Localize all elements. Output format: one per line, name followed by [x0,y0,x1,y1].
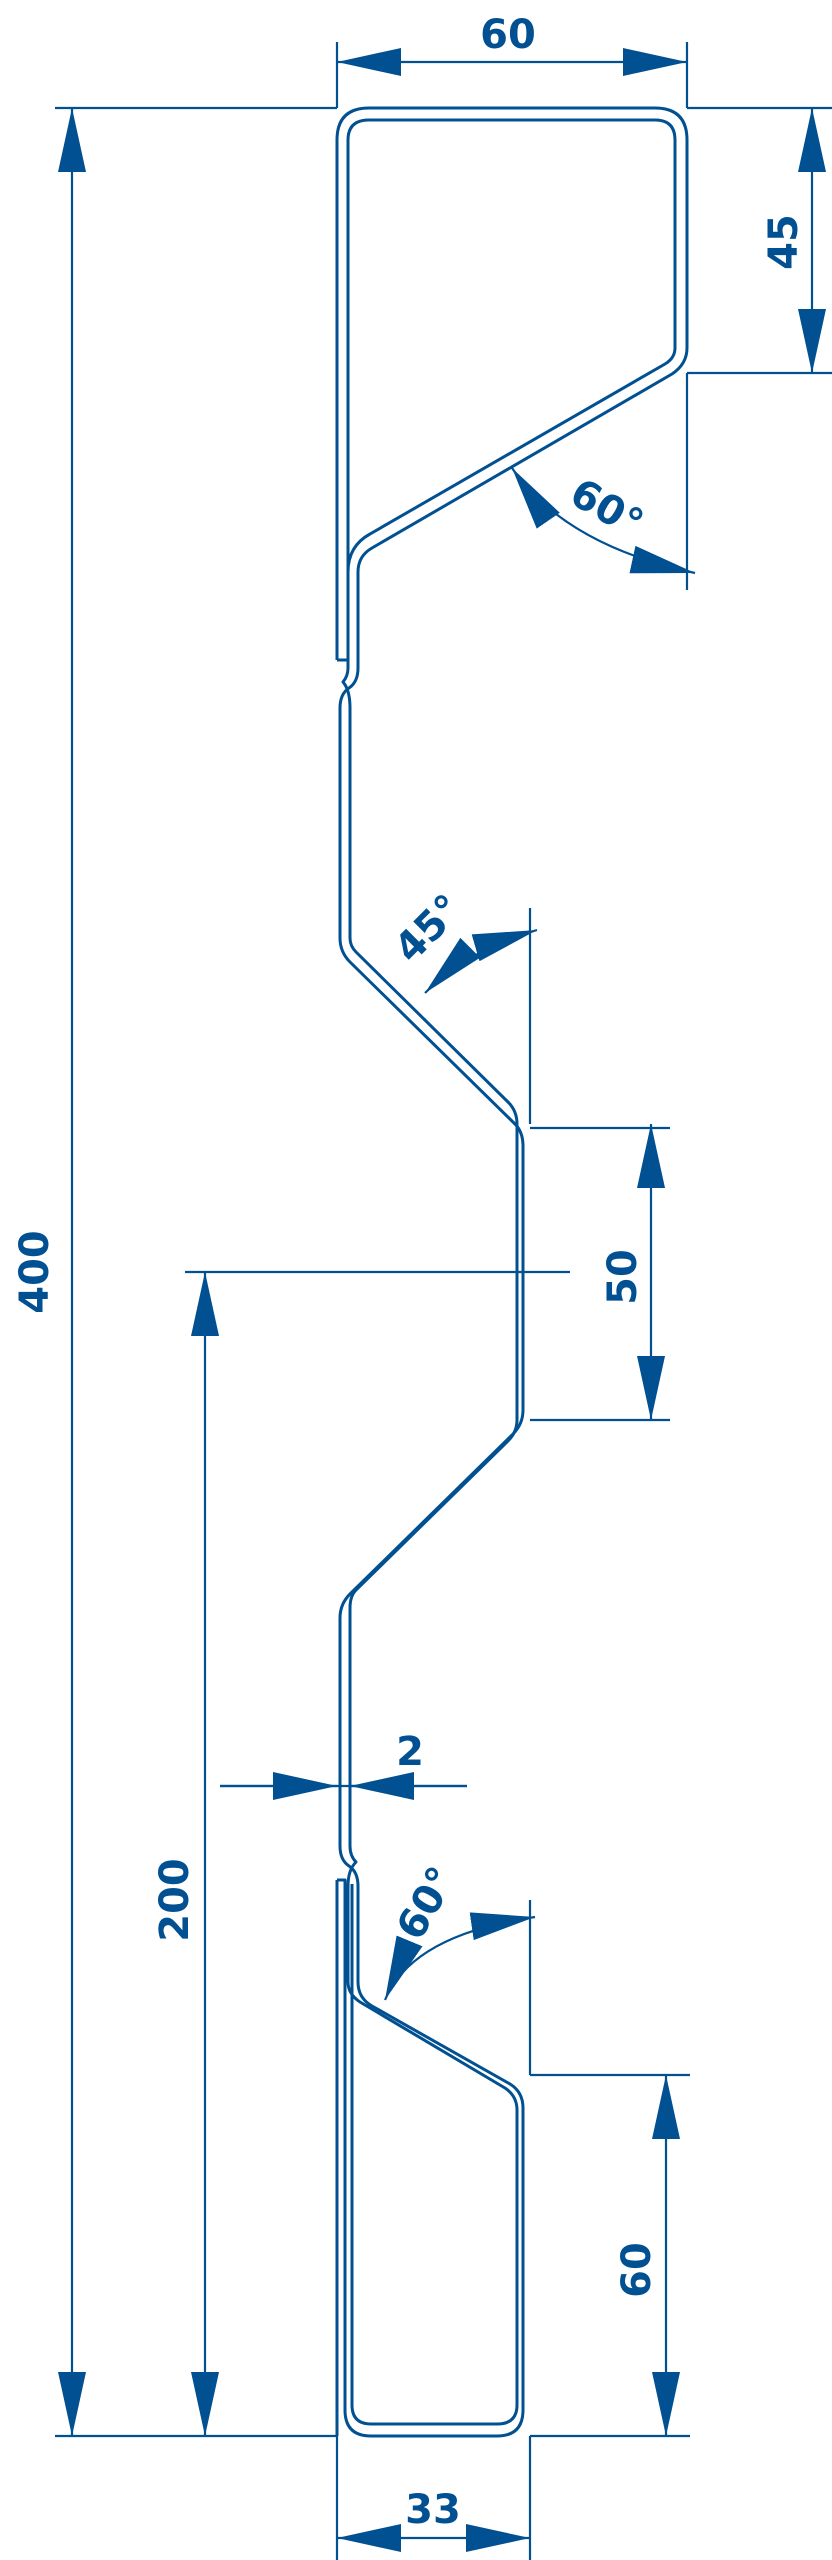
angle-60-top-arc [511,467,696,575]
label-45-angle: 45° [386,886,472,972]
label-33: 33 [405,2487,461,2533]
profile-outer-line [335,106,689,2438]
label-60-angle-top: 60° [562,470,651,548]
label-50: 50 [600,1249,646,1305]
extension-lines [55,42,832,2560]
profile-top-left-tip [335,658,348,2436]
label-2: 2 [396,1729,424,1775]
label-60-angle-bottom: 60° [388,1859,466,1948]
label-200: 200 [152,1858,198,1942]
angle-45-arc [424,928,538,994]
label-45: 45 [761,214,807,270]
label-60-bottom: 60 [614,2242,660,2298]
dimension-lines [58,48,826,2552]
label-60-top: 60 [480,12,536,58]
profile-outline [335,106,689,2438]
label-400: 400 [12,1230,58,1314]
angle-60-bottom-arc [383,1912,536,2001]
